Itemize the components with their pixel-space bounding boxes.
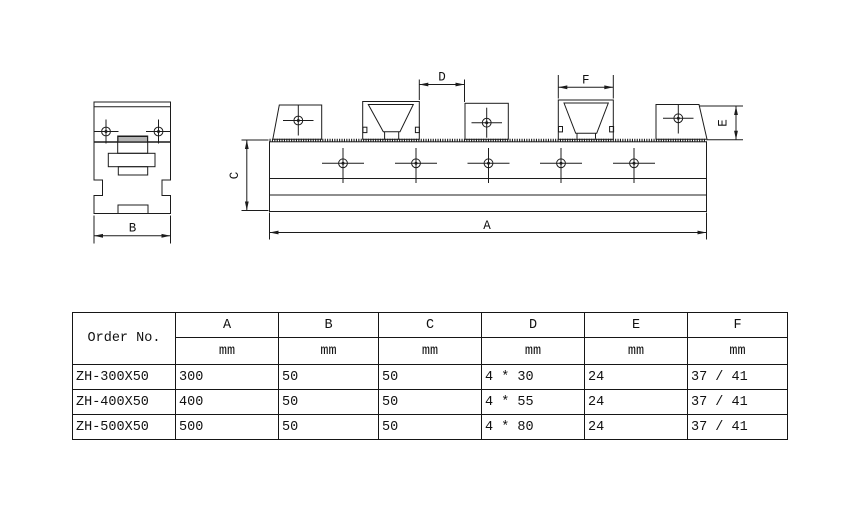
- value-cell-d: 4 * 30: [481, 364, 585, 390]
- dimension-table: Order No. A B C D E F mm mm mm mm mm mm …: [72, 312, 788, 440]
- dim-label-f: F: [582, 73, 590, 87]
- center-block: [464, 102, 509, 140]
- dim-label-d: D: [438, 71, 446, 85]
- value-cell-d: 4 * 55: [481, 389, 585, 415]
- dimension-D: D: [418, 71, 465, 102]
- bar-hole-1: [322, 148, 364, 183]
- technical-drawing: B: [93, 71, 743, 244]
- unit-cell: mm: [481, 337, 585, 365]
- col-header-e: E: [584, 312, 688, 338]
- col-header-b: B: [278, 312, 379, 338]
- value-cell-b: 50: [278, 364, 379, 390]
- value-cell-c: 50: [378, 414, 482, 440]
- front-view-bar-body: [269, 141, 707, 212]
- unit-cell: mm: [378, 337, 482, 365]
- front-view: D F E C: [228, 71, 743, 240]
- side-view-keyway: [117, 204, 149, 214]
- order-no-cell: ZH-500X50: [72, 414, 176, 440]
- value-cell-f: 37 / 41: [687, 414, 788, 440]
- v-jaw-left: [362, 101, 420, 140]
- dimension-B: B: [93, 215, 171, 244]
- order-no-cell: ZH-400X50: [72, 389, 176, 415]
- order-no-header: Order No.: [72, 312, 176, 365]
- side-view: B: [93, 101, 171, 244]
- side-view-plate: [107, 152, 156, 168]
- dimension-A: A: [269, 212, 707, 240]
- value-cell-e: 24: [584, 414, 688, 440]
- value-cell-f: 37 / 41: [687, 364, 788, 390]
- col-header-a: A: [175, 312, 279, 338]
- bar-hole-4: [540, 148, 582, 183]
- unit-cell: mm: [687, 337, 788, 365]
- value-cell-f: 37 / 41: [687, 389, 788, 415]
- col-header-d: D: [481, 312, 585, 338]
- value-cell-a: 500: [175, 414, 279, 440]
- value-cell-c: 50: [378, 389, 482, 415]
- dim-label-b: B: [129, 222, 137, 236]
- value-cell-d: 4 * 80: [481, 414, 585, 440]
- end-jaw-right: [655, 104, 708, 140]
- value-cell-b: 50: [278, 414, 379, 440]
- value-cell-c: 50: [378, 364, 482, 390]
- value-cell-a: 400: [175, 389, 279, 415]
- table-row: ZH-300X50 300 50 50 4 * 30 24 37 / 41: [72, 364, 788, 390]
- side-view-screw-hole-right: [146, 119, 171, 144]
- value-cell-e: 24: [584, 389, 688, 415]
- dim-label-a: A: [483, 219, 491, 233]
- dimension-F: F: [557, 73, 614, 99]
- dim-label-e: E: [717, 119, 731, 127]
- table-row: ZH-500X50 500 50 50 4 * 80 24 37 / 41: [72, 414, 788, 440]
- col-header-f: F: [687, 312, 788, 338]
- value-cell-e: 24: [584, 364, 688, 390]
- unit-cell: mm: [584, 337, 688, 365]
- end-jaw-left: [272, 104, 323, 140]
- order-no-cell: ZH-300X50: [72, 364, 176, 390]
- value-cell-a: 300: [175, 364, 279, 390]
- dim-label-c: C: [228, 172, 242, 180]
- bar-hole-3: [467, 148, 510, 183]
- bar-hole-2: [395, 148, 437, 183]
- side-view-body-outline: [93, 101, 171, 214]
- side-view-screw-hole-left: [93, 119, 119, 144]
- bar-mounting-holes: [322, 148, 655, 183]
- dimension-C: C: [228, 139, 269, 211]
- value-cell-b: 50: [278, 389, 379, 415]
- col-header-c: C: [378, 312, 482, 338]
- unit-cell: mm: [175, 337, 279, 365]
- side-view-foot: [117, 166, 149, 176]
- table-row: ZH-400X50 400 50 50 4 * 55 24 37 / 41: [72, 389, 788, 415]
- side-view-grip-pad: [117, 136, 148, 143]
- bar-hole-5: [613, 148, 655, 183]
- dimension-E: E: [699, 105, 743, 141]
- unit-cell: mm: [278, 337, 379, 365]
- v-jaw-right: [557, 99, 615, 140]
